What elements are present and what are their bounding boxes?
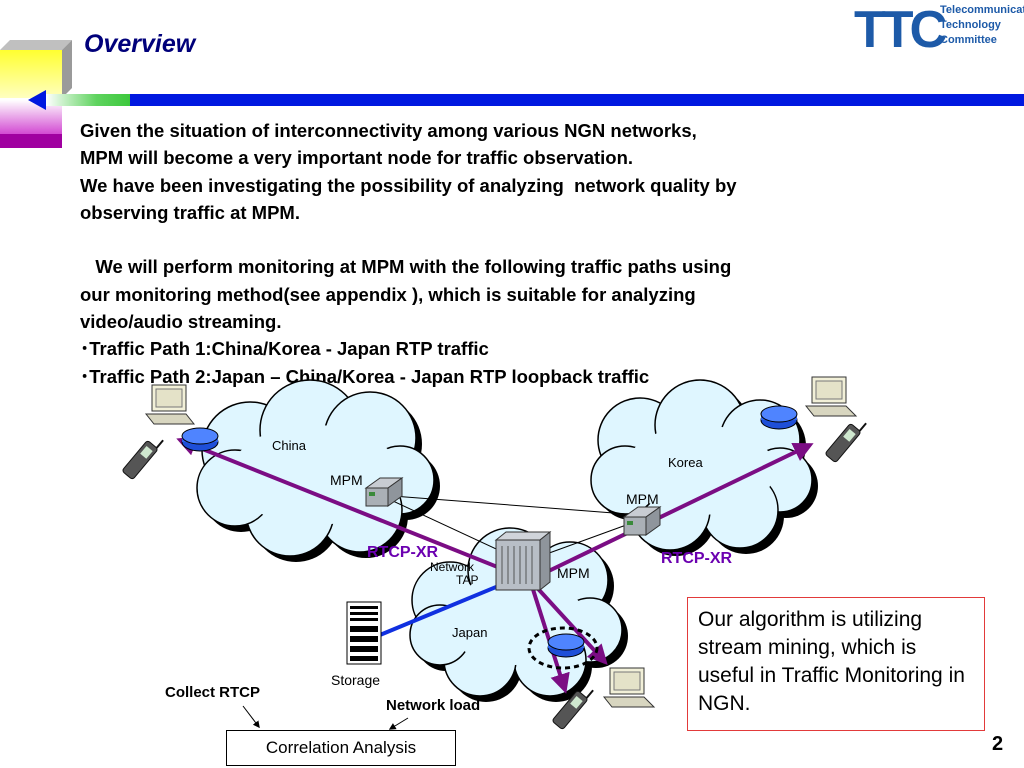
storage-server-icon: [346, 601, 382, 665]
mobile-phone-icon: [552, 689, 594, 730]
mpm-device-icon: [364, 477, 404, 507]
header-banner: [28, 90, 1024, 110]
rtcp-xr-left-label: RTCP-XR: [367, 544, 439, 561]
korea-label: Korea: [668, 455, 703, 470]
korea-cloud: [590, 379, 818, 556]
router-icon: [760, 405, 798, 430]
laptop-icon: [144, 384, 196, 425]
body-line: ･Traffic Path 2:Japan – China/Korea - Ja…: [80, 365, 650, 387]
body-line: Given the situation of interconnectivity…: [80, 120, 697, 141]
rtcp-xr-right-label: RTCP-XR: [661, 550, 733, 567]
correlation-analysis-box: Correlation Analysis: [226, 730, 456, 766]
page-number: 2: [992, 733, 1004, 755]
mobile-phone-icon: [122, 439, 164, 480]
collect-rtcp-label: Collect RTCP: [165, 684, 261, 701]
router-icon: [181, 427, 219, 452]
body-line: observing traffic at MPM.: [80, 201, 300, 223]
tap-label: TAP: [456, 573, 479, 587]
network-load-marker: [527, 626, 599, 670]
body-line: MPM will become a very important node fo…: [80, 147, 634, 169]
laptop-icon: [602, 667, 656, 708]
body-line: We have been investigating the possibili…: [80, 174, 737, 196]
body-text: Given the situation of interconnectivity…: [80, 117, 900, 390]
router-icon: [547, 633, 585, 658]
svg-text:Telecommunication: Telecommunication: [940, 4, 1024, 16]
network-tap-rack-icon: [494, 530, 552, 592]
china-label: China: [272, 438, 306, 453]
storage-label: Storage: [331, 672, 381, 688]
body-line: our monitoring method(see appendix ), wh…: [80, 283, 696, 305]
mpm-japan-label: MPM: [557, 565, 590, 581]
network-label: Network: [430, 560, 475, 574]
network-load-label: Network load: [386, 697, 481, 714]
page-title: Overview: [84, 30, 196, 58]
body-line: We will perform monitoring at MPM with t…: [80, 256, 732, 278]
china-cloud: [196, 379, 440, 562]
algorithm-callout: Our algorithm is utilizing stream mining…: [687, 597, 985, 731]
arrow-network-load: [388, 717, 409, 730]
arrow-collect: [242, 705, 260, 729]
japan-label: Japan: [452, 625, 488, 640]
decorative-cubes: [0, 40, 72, 148]
body-line: ･Traffic Path 1:China/Korea - Japan RTP …: [80, 338, 489, 360]
mpm-china-label: MPM: [330, 472, 363, 488]
svg-text:Technology: Technology: [940, 19, 1002, 31]
traffic-paths: [176, 436, 814, 694]
ttc-logo: TTC Telecommunication Technology Committ…: [852, 0, 1024, 52]
mobile-phone-icon: [825, 422, 867, 463]
body-line: video/audio streaming.: [80, 311, 282, 333]
mpm-device-icon: [622, 506, 662, 536]
mpm-korea-label: MPM: [626, 491, 659, 507]
svg-text:Committee: Committee: [940, 34, 997, 46]
laptop-icon: [804, 376, 858, 417]
logo-mark: TTC: [854, 1, 947, 52]
